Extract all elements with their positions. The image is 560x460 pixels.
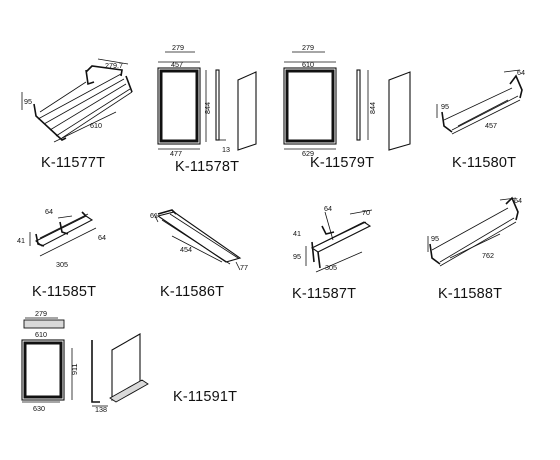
product-k11587t: 64 70 41 95 305 K-11587T <box>292 204 373 302</box>
product-k11579t: 279 610 629 844 K-11579T <box>283 43 411 171</box>
model-label-k11580t: K-11580T <box>452 155 516 171</box>
mirror-frame <box>159 69 199 143</box>
dim-c: 41 <box>293 229 301 238</box>
dim-height: 95 <box>24 97 32 106</box>
mirror-perspective <box>237 71 257 151</box>
dim-length: 610 <box>90 121 102 130</box>
dim-bottom: 477 <box>170 149 182 158</box>
mirror-perspective <box>388 71 411 151</box>
dim-length: 454 <box>180 245 192 254</box>
dim-length: 305 <box>56 260 68 269</box>
mirror-side-profile <box>91 340 100 403</box>
model-label-k11585t: K-11585T <box>32 284 96 300</box>
dim-depth: 13 <box>222 145 230 154</box>
dimension-lines <box>29 215 97 257</box>
dimension-lines <box>21 58 129 143</box>
product-k11588t: 95 64 762 K-11588T <box>427 196 522 302</box>
shelf-perspective <box>109 379 149 403</box>
dim-top: 279 <box>172 43 184 52</box>
mirror-frame <box>23 341 63 399</box>
dim-a: 64 <box>45 207 53 216</box>
dimension-lines <box>427 197 517 259</box>
towel-bar-drawing <box>441 74 523 135</box>
model-label-k11578t: K-11578T <box>175 159 239 175</box>
product-k11580t: 95 64 457 K-11580T <box>436 68 525 171</box>
tray-drawing <box>156 209 242 265</box>
product-k11591t: 279 610 630 911 138 K-11591T <box>21 309 237 414</box>
dim-b: 70 <box>362 208 370 217</box>
dim-height: 95 <box>293 252 301 261</box>
dim-width: 279.7 <box>105 61 123 70</box>
dimension-lines <box>153 213 241 271</box>
dim-height: 95 <box>441 102 449 111</box>
mirror-side-profile <box>356 69 361 141</box>
dim-top: 279 <box>302 43 314 52</box>
product-k11585t: 64 41 64 305 K-11585T <box>17 207 106 300</box>
dim-depth: 138 <box>95 405 107 414</box>
dim-top: 279 <box>35 309 47 318</box>
mirror-front <box>157 67 201 145</box>
dim-inner: 610 <box>302 60 314 69</box>
dim-height: 95 <box>431 234 439 243</box>
dim-height: 911 <box>70 364 79 375</box>
mirror-frame <box>285 69 335 143</box>
dimension-lines <box>436 69 521 127</box>
dim-bottom: 630 <box>33 404 45 413</box>
towel-bar-drawing <box>429 196 519 267</box>
product-k11586t: 61 454 77 K-11586T <box>150 209 248 300</box>
dim-depth: 64 <box>514 196 522 205</box>
dim-height: 844 <box>203 102 212 114</box>
dim-bottom: 629 <box>302 149 314 158</box>
model-label-k11579t: K-11579T <box>310 155 374 171</box>
dim-length: 457 <box>485 121 497 130</box>
dim-b: 41 <box>17 236 25 245</box>
mirror-side-profile <box>215 69 220 141</box>
dim-depth: 64 <box>517 68 525 77</box>
mirror-front <box>21 339 65 401</box>
dim-a: 61 <box>150 211 158 220</box>
dimension-lines <box>284 51 336 150</box>
product-k11577t: 279.7 95 610 K-11577T <box>21 58 133 171</box>
dim-length: 305 <box>325 263 337 272</box>
dim-inner: 610 <box>35 330 47 339</box>
dim-b: 77 <box>240 263 248 272</box>
model-label-k11588t: K-11588T <box>438 286 502 302</box>
bracket-drawing <box>35 211 94 247</box>
dimension-lines <box>305 209 373 273</box>
dim-a: 64 <box>324 204 332 213</box>
dimension-lines <box>22 317 108 407</box>
dim-c: 64 <box>98 233 106 242</box>
model-label-k11587t: K-11587T <box>292 286 356 302</box>
shelf-drawing <box>33 65 133 141</box>
dim-length: 762 <box>482 251 494 260</box>
product-k11578t: 279 457 477 844 13 K-11578T <box>157 43 257 175</box>
model-label-k11591t: K-11591T <box>173 389 237 405</box>
mirror-front <box>283 67 337 145</box>
model-label-k11577t: K-11577T <box>41 155 105 171</box>
dim-height: 844 <box>368 102 377 114</box>
shelf-front <box>23 319 65 329</box>
dim-inner: 457 <box>171 60 183 69</box>
model-label-k11586t: K-11586T <box>160 284 224 300</box>
shelf-bracket-drawing <box>310 221 372 269</box>
